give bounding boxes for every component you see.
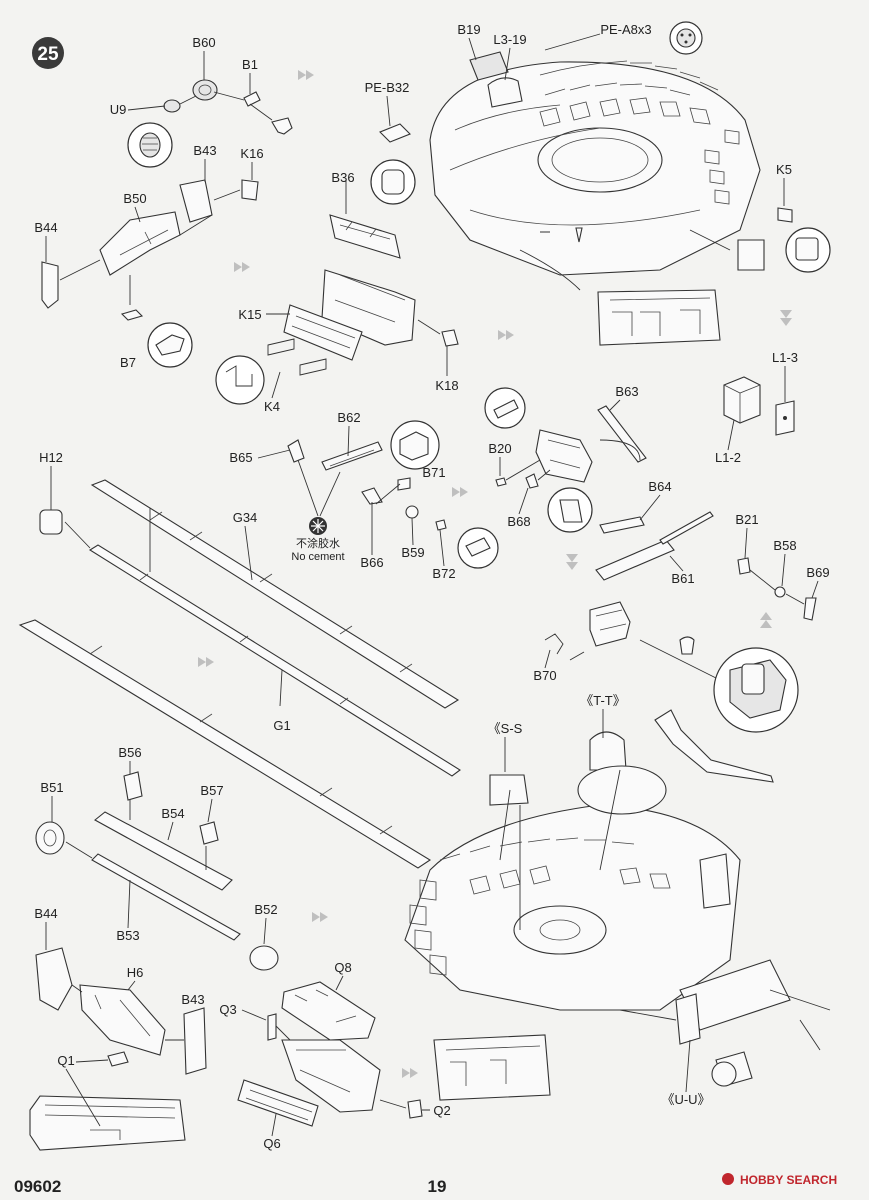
l1-part-group — [723, 376, 795, 436]
label-b68: B68 — [507, 514, 530, 529]
label-pe-b32: PE-B32 — [365, 80, 410, 95]
label-b54: B54 — [161, 806, 184, 821]
label-q2: Q2 — [433, 1103, 450, 1118]
step-badge: 25 — [32, 37, 64, 69]
turret-top-assembly — [370, 21, 831, 346]
label-b57: B57 — [200, 783, 223, 798]
label-h6: H6 — [127, 965, 144, 980]
label-q1: Q1 — [57, 1053, 74, 1068]
h6-side-panel-assembly — [29, 947, 207, 1151]
label-b52: B52 — [254, 902, 277, 917]
label-b56: B56 — [118, 745, 141, 760]
label-k4: K4 — [264, 399, 280, 414]
q8-basket-assembly — [237, 981, 423, 1127]
label-b66: B66 — [360, 555, 383, 570]
label-q8: Q8 — [334, 960, 351, 975]
b36-basket-assembly — [215, 180, 459, 405]
b61-machine-gun-assembly — [544, 511, 799, 733]
label-b58: B58 — [773, 538, 796, 553]
assembly-direction-arrows — [198, 70, 792, 1078]
b63-mount-assembly — [484, 387, 647, 533]
label-h12: H12 — [39, 450, 63, 465]
label-b7: B7 — [120, 355, 136, 370]
label-b21: B21 — [735, 512, 758, 527]
label-section-s-s: 《S-S — [488, 721, 523, 736]
label-section-t-t: 《T-T》 — [580, 693, 626, 708]
label-b63: B63 — [615, 384, 638, 399]
b21-b58-b69-group — [737, 557, 817, 621]
label-b43-top: B43 — [193, 143, 216, 158]
page-number: 19 — [428, 1177, 447, 1196]
label-q3: Q3 — [219, 1002, 236, 1017]
label-b72: B72 — [432, 566, 455, 581]
watermark-text: HOBBY SEARCH — [740, 1173, 837, 1187]
label-b62: B62 — [337, 410, 360, 425]
hobby-search-watermark: HOBBY SEARCH — [722, 1173, 837, 1187]
label-g34: G34 — [233, 510, 258, 525]
step-number: 25 — [37, 44, 59, 65]
label-b43-bottom: B43 — [181, 992, 204, 1007]
label-u9: U9 — [110, 102, 127, 117]
catalog-code: 09602 — [14, 1177, 61, 1196]
label-b20: B20 — [488, 441, 511, 456]
label-k5: K5 — [776, 162, 792, 177]
label-pe-a8x3: PE-A8x3 — [600, 22, 651, 37]
label-b60: B60 — [192, 35, 215, 50]
label-k16: K16 — [240, 146, 263, 161]
label-b61: B61 — [671, 571, 694, 586]
label-b36: B36 — [331, 170, 354, 185]
label-b53: B53 — [116, 928, 139, 943]
label-g1: G1 — [273, 718, 290, 733]
label-b70: B70 — [533, 668, 556, 683]
b54-tube-assembly — [35, 771, 279, 971]
label-l3-19: L3-19 — [493, 32, 526, 47]
b50-side-panel-assembly — [41, 179, 259, 368]
b62-mount-group — [287, 420, 499, 569]
b60-u9-b1-assembly — [127, 79, 293, 168]
label-q6: Q6 — [263, 1136, 280, 1151]
label-b19: B19 — [457, 22, 480, 37]
label-b51: B51 — [40, 780, 63, 795]
no-cement-note-chinese: 不涂胶水 — [296, 536, 340, 550]
no-cement-note: No cement — [291, 551, 344, 563]
label-l1-2: L1-2 — [715, 450, 741, 465]
label-b1: B1 — [242, 57, 258, 72]
label-b59: B59 — [401, 545, 424, 560]
label-k18: K18 — [435, 378, 458, 393]
label-k15: K15 — [238, 307, 261, 322]
gun-barrel-assembly — [18, 479, 461, 869]
label-b44-bottom: B44 — [34, 906, 57, 921]
label-l1-3: L1-3 — [772, 350, 798, 365]
label-b65: B65 — [229, 450, 252, 465]
label-b69: B69 — [806, 565, 829, 580]
label-b64: B64 — [648, 479, 671, 494]
label-b50: B50 — [123, 191, 146, 206]
label-b71: B71 — [422, 465, 445, 480]
label-b44-top: B44 — [34, 220, 57, 235]
label-section-u-u: 《U-U》 — [661, 1092, 710, 1107]
turret-bottom-assembly — [404, 709, 831, 1101]
